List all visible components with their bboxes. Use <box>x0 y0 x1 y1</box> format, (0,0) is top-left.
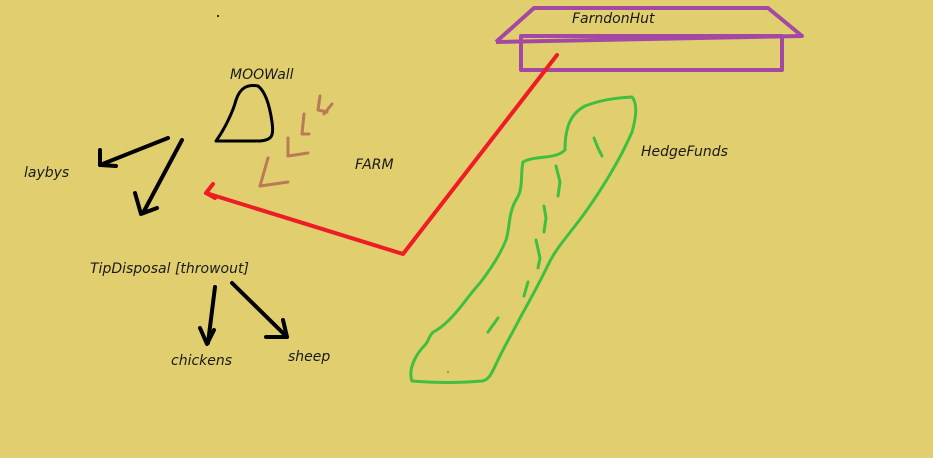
moowall-shape <box>214 84 275 143</box>
stray-dot <box>217 15 219 17</box>
arrow-to-sheep <box>230 281 289 339</box>
arrow-to-laybys-head <box>98 148 118 168</box>
arrow-to-chickens-head <box>198 326 216 346</box>
arrow-to-tip-head <box>133 191 159 216</box>
farndon-hut-shape <box>494 6 804 72</box>
black-arrows-lower <box>198 281 289 346</box>
arrow-to-laybys <box>98 136 170 167</box>
arrow-to-sheep-head <box>264 318 289 339</box>
stray-dot <box>447 371 449 373</box>
black-arrows-upper <box>98 136 184 216</box>
label-chickens: chickens <box>171 353 233 369</box>
hedge-shape <box>409 95 638 384</box>
label-laybys: laybys <box>24 165 70 181</box>
red-arrow-line <box>204 53 559 256</box>
hut-body <box>519 34 784 72</box>
brown-squiggles <box>258 94 334 188</box>
label-hedgefunds: HedgeFunds <box>641 144 728 160</box>
label-farm: FARM <box>355 157 394 173</box>
label-sheep: sheep <box>288 349 331 365</box>
arrow-to-chickens <box>206 285 217 345</box>
red-arrow-head <box>204 182 217 200</box>
label-farndonhut: FarndonHut <box>572 11 655 27</box>
label-tipdisposal: TipDisposal [throwout] <box>90 261 249 277</box>
red-arrow <box>204 53 559 256</box>
label-moowall: MOOWall <box>230 67 294 83</box>
arrow-to-tip <box>141 138 184 215</box>
hedge-outline <box>409 95 638 384</box>
